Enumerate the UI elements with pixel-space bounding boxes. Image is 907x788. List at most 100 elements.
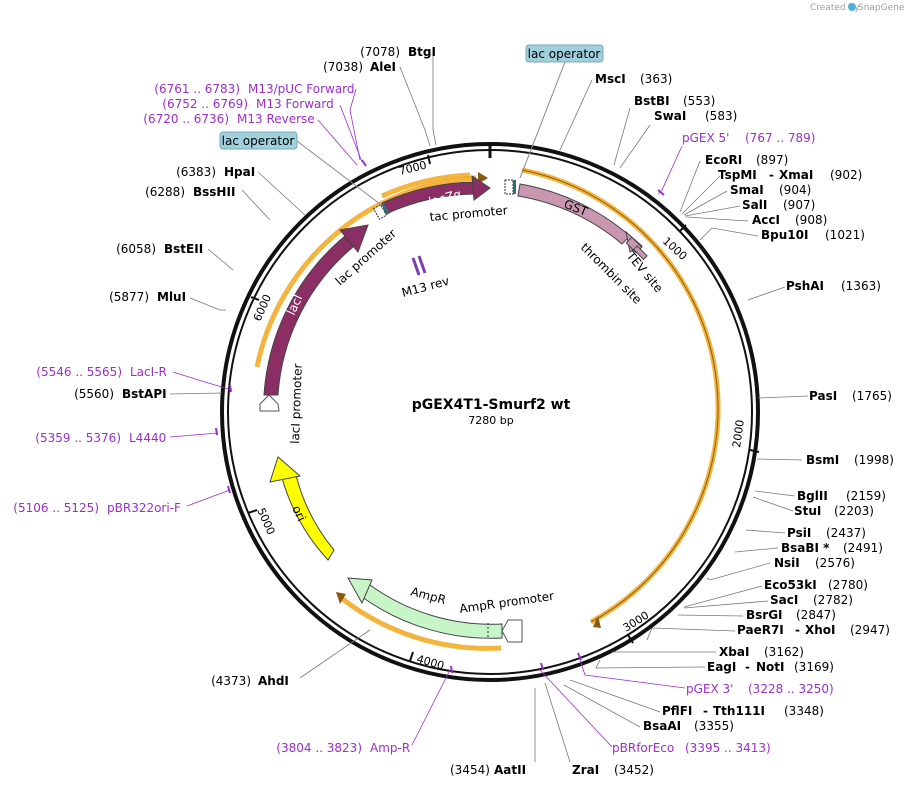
enzyme-pos-bstapi: (5560): [74, 387, 114, 401]
lac-promoter-label: lac promoter: [333, 226, 399, 288]
enzyme-leader-lines: [169, 52, 809, 763]
orf-band-ampr: [338, 595, 502, 651]
enzyme-name-alei: AleI: [370, 60, 396, 74]
enzyme-name-mlui: MluI: [157, 290, 186, 304]
snapgene-logo-icon: [848, 3, 856, 11]
enzyme-pos-aatii: (3454): [450, 763, 490, 777]
enzyme-separator-tspmi-xmai: -: [769, 168, 774, 182]
lac-operator-tick-1: [513, 180, 516, 194]
enzyme-name-bsshii: BssHII: [193, 185, 235, 199]
enzyme-pos-sali: (907): [783, 198, 815, 212]
primer-name-pbr322ori-f: pBR322ori-F: [107, 501, 181, 515]
enzyme-pos-saci: (2782): [813, 593, 853, 607]
enzyme-pos-xbai: (3162): [764, 645, 804, 659]
enzyme-pos-ecori: (897): [756, 153, 788, 167]
tick-7000: 7000: [398, 159, 428, 178]
gst-feature: [517, 183, 631, 245]
tick-mark-3000: [627, 634, 634, 644]
primer-range-m13-puc-forward: (6761 .. 6783): [154, 82, 240, 96]
enzyme-separator-eagi-noti: -: [745, 660, 750, 674]
enzyme-name-bglii: BglII: [797, 489, 828, 503]
enzyme-name-eagi: EagI: [707, 660, 736, 674]
lac-operator-tick-2: [381, 202, 390, 215]
plasmid-length: 7280 bp: [468, 414, 513, 427]
primer-range-l4440: (5359 .. 5376): [35, 431, 121, 445]
primer-name-l4440: L4440: [129, 431, 166, 445]
enzyme-pos-smai: (904): [779, 183, 811, 197]
lac-operator-label-top: lac operator: [528, 47, 601, 61]
primer-name-pgex-5: pGEX 5': [682, 131, 729, 145]
m13-rev-label: M13 rev: [400, 274, 451, 300]
enzyme-pos-eco53ki: (2780): [828, 578, 868, 592]
enzyme-pos-stui: (2203): [834, 504, 874, 518]
primer-name-m13-reverse: M13 Reverse: [237, 112, 315, 126]
primer-name-laci-r: LacI-R: [130, 365, 167, 379]
enzyme-pos-bsaai: (3355): [694, 719, 734, 733]
primer-name-pbrforeco: pBRforEco: [612, 741, 674, 755]
enzyme-name-pasi: PasI: [809, 389, 837, 403]
tick-mark-5000: [247, 509, 258, 514]
enzyme-pos-bpu10i: (1021): [825, 228, 865, 242]
primer-range-amp-r: (3804 .. 3823): [276, 741, 362, 755]
enzyme-name-acci: AccI: [752, 213, 780, 227]
tick-mark-2000: [749, 449, 760, 453]
primer-site-marks: [215, 159, 665, 674]
orf-band-laci: [254, 175, 477, 368]
enzyme-labels: (7078) BtgI (7038) AleI MscI (363) BstBI…: [74, 45, 894, 777]
tick-mark-6000: [250, 296, 260, 301]
lacza-arrowhead: [471, 175, 491, 201]
lac-operator-leader-top: [519, 61, 566, 179]
enzyme-pos-bsshii: (6288): [145, 185, 185, 199]
enzyme-pos-pshai: (1363): [841, 279, 881, 293]
enzyme-pos-ahdi: (4373): [211, 674, 251, 688]
primer-range-pbrforeco: (3395 .. 3413): [685, 741, 771, 755]
orf-band-gst-smurf2-line: [521, 169, 719, 623]
primer-range-m13-forward: (6752 .. 6769): [162, 97, 248, 111]
orf-arrowhead-laci: [478, 172, 488, 184]
credit-prefix: Created by: [810, 3, 860, 13]
ampr-arrowhead: [347, 577, 373, 605]
enzyme-pos-psii: (2437): [826, 526, 866, 540]
enzyme-pos-zrai: (3452): [614, 763, 654, 777]
primer-range-pgex-3: (3228 .. 3250): [748, 682, 834, 696]
enzyme-name-bsabi: BsaBI *: [781, 541, 830, 555]
enzyme-name-ahdi: AhdI: [258, 674, 289, 688]
tev-site-feature: [632, 245, 648, 261]
ori-arrowhead: [269, 456, 302, 483]
m13-rev-marker-b: [417, 255, 427, 274]
enzyme-pos-msci: (363): [640, 72, 672, 86]
enzyme-name-tspmi: TspMI: [718, 168, 757, 182]
enzyme-separator-pflfi-tth111i: -: [703, 704, 708, 718]
tick-mark-7000: [427, 154, 431, 165]
ampr-label: AmpR: [409, 584, 447, 607]
enzyme-name-xbai: XbaI: [719, 645, 749, 659]
enzyme-pos-hpai: (6383): [176, 165, 216, 179]
lac-operator-box-left: [219, 131, 298, 150]
enzyme-pos-xmai: (902): [830, 168, 862, 182]
enzyme-name-msci: MscI: [595, 72, 626, 86]
lac-operator-label-left: lac operator: [222, 134, 295, 148]
enzyme-pos-mlui: (5877): [109, 290, 149, 304]
laci-promoter-label: lacI promoter: [288, 363, 305, 444]
enzyme-name-paer7i: PaeR7I: [737, 623, 784, 637]
primer-labels: (6761 .. 6783) M13/pUC Forward (6752 .. …: [13, 82, 833, 755]
enzyme-pos-bglii: (2159): [846, 489, 886, 503]
enzyme-name-bsaai: BsaAI: [643, 719, 681, 733]
primer-range-pbr322ori-f: (5106 .. 5125): [13, 501, 99, 515]
lac-operator-leader-left: [296, 140, 381, 205]
enzyme-pos-acci: (908): [795, 213, 827, 227]
enzyme-name-zrai: ZraI: [572, 763, 599, 777]
lac-promoter-feature: [372, 204, 388, 220]
enzyme-name-smai: SmaI: [730, 183, 764, 197]
enzyme-name-bsmi: BsmI: [806, 453, 839, 467]
enzyme-pos-nsii: (2576): [815, 556, 855, 570]
enzyme-name-aatii: AatII: [494, 763, 526, 777]
ampr-promoter-label: AmpR promoter: [458, 589, 554, 616]
tick-mark-4000: [409, 651, 414, 662]
enzyme-pos-bstbi: (553): [683, 94, 715, 108]
enzyme-name-bstapi: BstAPI: [122, 387, 167, 401]
enzyme-name-bpu10i: Bpu10I: [761, 228, 808, 242]
laci-arrowhead: [339, 224, 369, 253]
laci-promoter-feature: [259, 394, 280, 412]
enzyme-pos-alei: (7038): [323, 60, 363, 74]
